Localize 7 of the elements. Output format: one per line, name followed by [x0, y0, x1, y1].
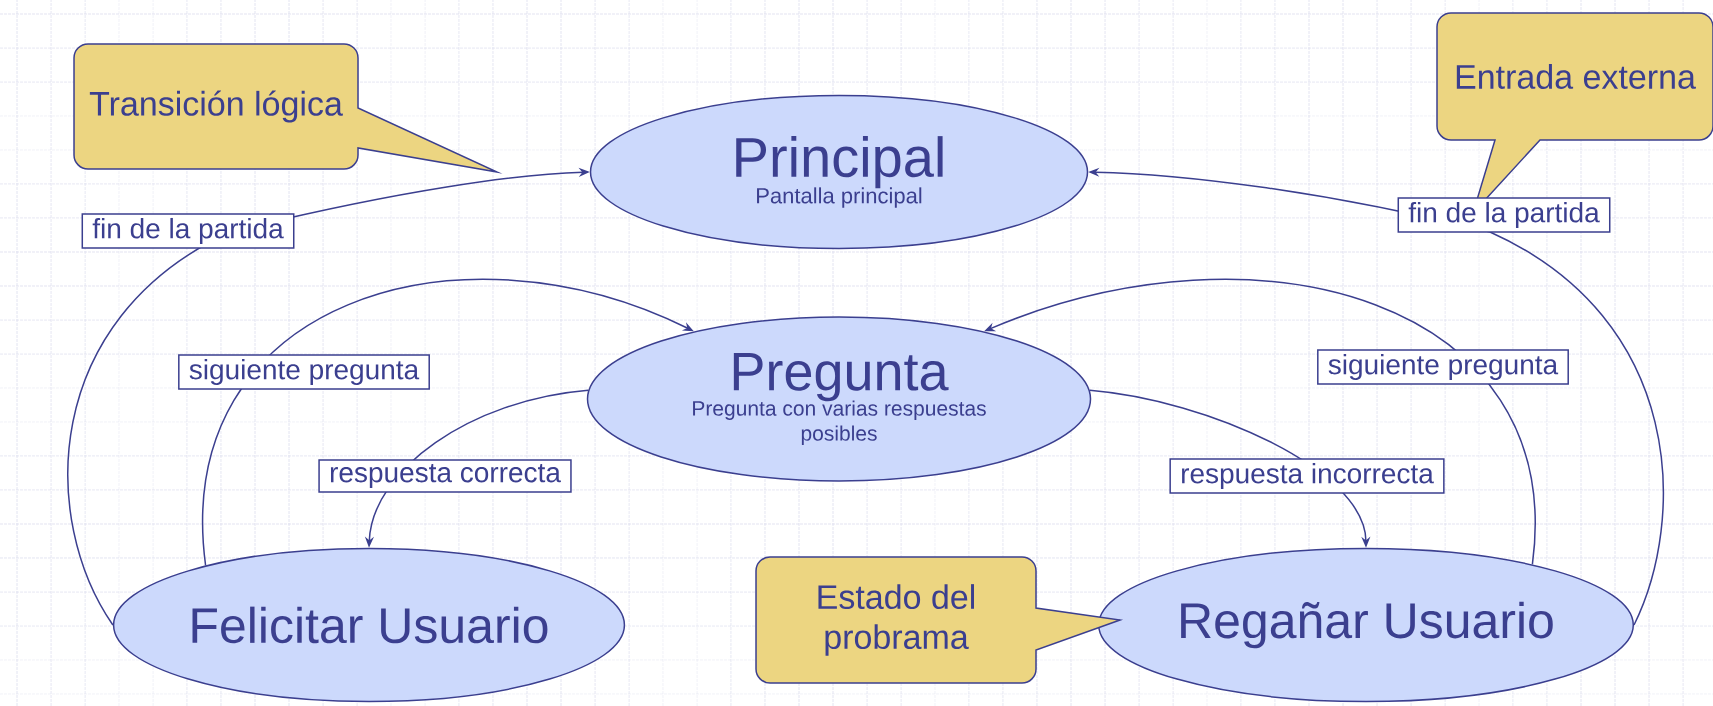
edge-label: siguiente pregunta [178, 354, 430, 390]
edge-label: respuesta incorrecta [1169, 458, 1445, 494]
callout-box: Estado del probrama [755, 556, 1121, 684]
edge-label: siguiente pregunta [1317, 349, 1569, 385]
edge-label: respuesta correcta [318, 459, 572, 493]
edge-label: fin de la partida [81, 213, 295, 249]
edge-label: fin de la partida [1397, 197, 1611, 233]
